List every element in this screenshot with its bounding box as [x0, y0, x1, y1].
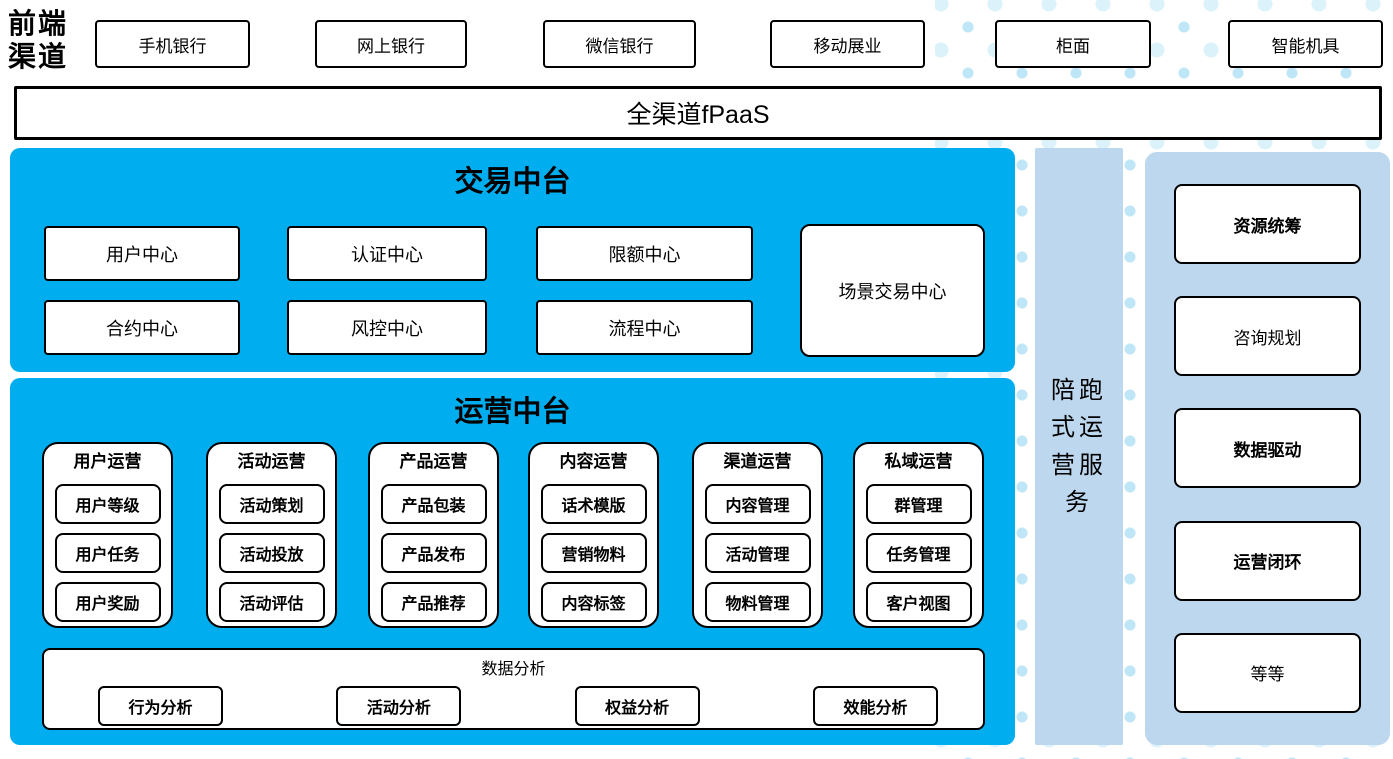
center-box-limit: 限额中心 — [536, 226, 753, 281]
center-box-auth: 认证中心 — [287, 226, 487, 281]
ops-item: 内容管理 — [704, 484, 811, 524]
channel-box-mobile-banking: 手机银行 — [95, 20, 250, 68]
ops-column-channel: 渠道运营 内容管理 活动管理 物料管理 — [692, 442, 823, 628]
service-box-data-driven: 数据驱动 — [1174, 408, 1361, 489]
ops-item: 用户奖励 — [54, 582, 161, 622]
ops-item: 客户视图 — [865, 582, 972, 622]
ops-item: 产品发布 — [380, 533, 487, 573]
analysis-box-behavior: 行为分析 — [98, 686, 223, 726]
ops-column-header: 私域运营 — [884, 452, 953, 471]
center-box-scene-trade: 场景交易中心 — [800, 224, 985, 357]
channel-box-counter: 柜面 — [995, 20, 1151, 68]
ops-item: 活动投放 — [218, 533, 325, 573]
ops-column-activity: 活动运营 活动策划 活动投放 活动评估 — [206, 442, 337, 628]
center-box-risk: 风控中心 — [287, 300, 487, 355]
ops-column-header: 内容运营 — [559, 452, 628, 471]
ops-item: 产品包装 — [380, 484, 487, 524]
center-box-process: 流程中心 — [536, 300, 753, 355]
ops-item: 用户等级 — [54, 484, 161, 524]
center-box-contract: 合约中心 — [44, 300, 240, 355]
trade-platform-panel: 交易中台 用户中心 认证中心 限额中心 合约中心 风控中心 流程中心 场景交易中… — [10, 148, 1015, 372]
ops-column-user: 用户运营 用户等级 用户任务 用户奖励 — [42, 442, 173, 628]
channel-box-smart-devices: 智能机具 — [1228, 20, 1383, 68]
ops-item: 产品推荐 — [380, 582, 487, 622]
ops-column-header: 用户运营 — [73, 452, 142, 471]
ops-column-content: 内容运营 话术模版 营销物料 内容标签 — [528, 442, 659, 628]
ops-platform-title: 运营中台 — [454, 396, 571, 428]
ops-item: 内容标签 — [540, 582, 647, 622]
ops-column-header: 产品运营 — [399, 452, 468, 471]
ops-item: 用户任务 — [54, 533, 161, 573]
data-analysis-title: 数据分析 — [481, 661, 546, 678]
data-analysis-row: 行为分析 活动分析 权益分析 效能分析 — [44, 679, 983, 726]
ops-column-header: 活动运营 — [237, 452, 306, 471]
ops-item: 营销物料 — [540, 533, 647, 573]
ops-column-private-domain: 私域运营 群管理 任务管理 客户视图 — [853, 442, 984, 628]
fpaas-bar: 全渠道fPaaS — [14, 86, 1382, 140]
ops-column-header: 渠道运营 — [723, 452, 792, 471]
ops-item: 话术模版 — [540, 484, 647, 524]
channel-box-wechat-banking: 微信银行 — [543, 20, 696, 68]
companion-service-bar: 陪跑式运营服务 — [1035, 148, 1123, 745]
analysis-box-activity: 活动分析 — [336, 686, 462, 726]
service-box-resource-planning: 资源统筹 — [1174, 184, 1361, 265]
ops-item: 活动评估 — [218, 582, 325, 622]
channel-box-mobile-sales: 移动展业 — [770, 20, 925, 68]
ops-item: 任务管理 — [865, 533, 972, 573]
ops-column-product: 产品运营 产品包装 产品发布 产品推荐 — [368, 442, 499, 628]
trade-platform-title: 交易中台 — [454, 166, 571, 198]
analysis-box-efficiency: 效能分析 — [812, 686, 938, 726]
data-analysis-strip: 数据分析 行为分析 活动分析 权益分析 效能分析 — [42, 648, 985, 730]
service-box-consulting: 咨询规划 — [1174, 296, 1361, 377]
ops-item: 活动管理 — [704, 533, 811, 573]
center-box-user: 用户中心 — [44, 226, 240, 281]
service-box-ops-loop: 运营闭环 — [1174, 520, 1361, 601]
right-services-panel: 资源统筹 咨询规划 数据驱动 运营闭环 等等 — [1145, 152, 1390, 745]
analysis-box-rights: 权益分析 — [574, 686, 700, 726]
ops-item: 物料管理 — [704, 582, 811, 622]
ops-item: 活动策划 — [218, 484, 325, 524]
ops-item: 群管理 — [865, 484, 972, 524]
ops-platform-panel: 运营中台 用户运营 用户等级 用户任务 用户奖励 活动运营 活动策划 活动投放 … — [10, 378, 1015, 745]
front-channels-label: 前端渠道 — [8, 9, 69, 74]
channel-box-online-banking: 网上银行 — [315, 20, 467, 68]
companion-service-label: 陪跑式运营服务 — [1051, 377, 1107, 516]
service-box-etc: 等等 — [1174, 632, 1361, 713]
